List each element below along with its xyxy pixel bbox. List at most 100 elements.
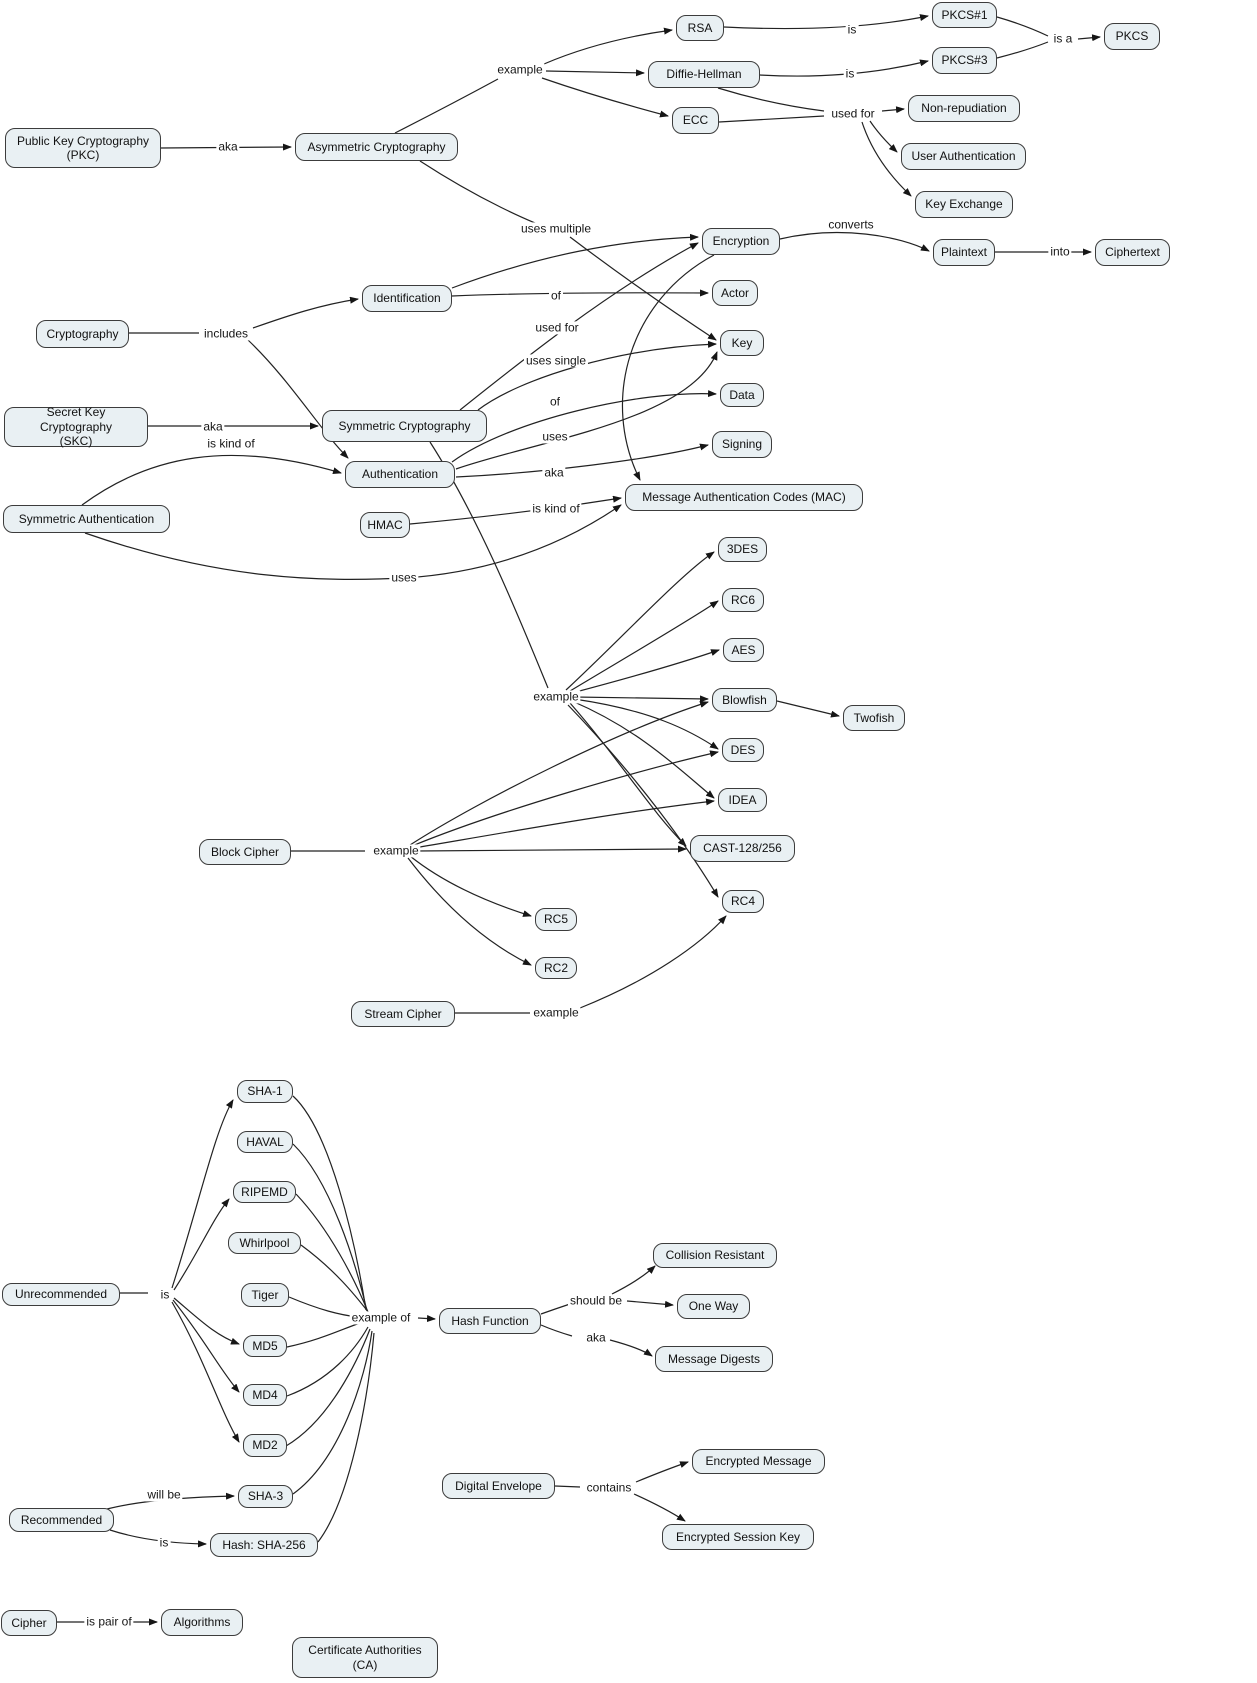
node-dh[interactable]: Diffie-Hellman (648, 61, 760, 88)
node-ripemd[interactable]: RIPEMD (233, 1181, 296, 1203)
node-hashfn[interactable]: Hash Function (439, 1308, 541, 1334)
node-pkcs[interactable]: PKCS (1104, 23, 1160, 50)
node-unrec[interactable]: Unrecommended (2, 1283, 120, 1306)
node-ecc[interactable]: ECC (672, 107, 719, 134)
node-plaintext[interactable]: Plaintext (933, 239, 995, 266)
node-idea[interactable]: IDEA (718, 788, 767, 812)
edge-label-of-auth: of (547, 394, 563, 409)
node-whirlpool[interactable]: Whirlpool (228, 1232, 301, 1254)
edge-line (171, 1099, 234, 1289)
edge-line (394, 78, 499, 134)
edge-line (317, 1332, 375, 1543)
node-tiger[interactable]: Tiger (241, 1283, 289, 1307)
node-encsess[interactable]: Encrypted Session Key (662, 1524, 814, 1550)
node-identification[interactable]: Identification (362, 285, 452, 312)
node-actor[interactable]: Actor (712, 280, 758, 306)
edge-label-aka-skc: aka (201, 419, 225, 434)
edge-line (626, 1300, 674, 1308)
edge-line (292, 1095, 367, 1311)
node-userauth[interactable]: User Authentication (901, 143, 1026, 170)
edge-line (292, 1330, 373, 1495)
node-rec[interactable]: Recommended (9, 1508, 114, 1532)
node-mac[interactable]: Message Authentication Codes (MAC) (625, 484, 863, 511)
node-haval[interactable]: HAVAL (237, 1131, 293, 1153)
edge-label-is-dh: is (843, 66, 857, 81)
node-symcrypto[interactable]: Symmetric Cryptography (322, 410, 487, 442)
edge-line (451, 233, 699, 289)
node-sha256[interactable]: Hash: SHA-256 (210, 1533, 318, 1557)
node-pkcs3[interactable]: PKCS#3 (932, 47, 997, 74)
edge-label-example-block: example (371, 843, 421, 858)
node-rc6[interactable]: RC6 (722, 588, 764, 612)
node-auth[interactable]: Authentication (345, 461, 455, 488)
edge-line (409, 495, 622, 525)
edge-label-is-pair-of: is pair of (84, 1614, 134, 1629)
edge-line (573, 698, 719, 750)
node-md2[interactable]: MD2 (243, 1434, 287, 1457)
node-md4[interactable]: MD4 (243, 1384, 287, 1406)
edge-line (477, 340, 717, 411)
node-rc5[interactable]: RC5 (535, 908, 577, 931)
edge-line (295, 1193, 369, 1313)
edge-label-into: into (1048, 244, 1072, 259)
edge-line (569, 236, 717, 341)
node-des[interactable]: DES (722, 738, 764, 762)
node-asym[interactable]: Asymmetric Cryptography (295, 133, 458, 161)
edge-line (571, 649, 720, 694)
node-skc[interactable]: Secret Key Cryptography (SKC) (4, 405, 148, 448)
node-rc2[interactable]: RC2 (535, 957, 577, 979)
edge-line (621, 254, 715, 481)
node-rc4[interactable]: RC4 (722, 890, 764, 913)
node-symauth[interactable]: Symmetric Authentication (3, 505, 170, 533)
node-signing[interactable]: Signing (712, 431, 772, 458)
node-streamcipher[interactable]: Stream Cipher (351, 1001, 455, 1027)
node-sha3[interactable]: SHA-3 (238, 1485, 293, 1508)
node-aes[interactable]: AES (723, 638, 764, 662)
node-ciphertext[interactable]: Ciphertext (1095, 239, 1170, 266)
node-blockcipher[interactable]: Block Cipher (199, 839, 291, 865)
node-key[interactable]: Key (720, 330, 764, 356)
edge-label-should-be: should be (567, 1293, 625, 1308)
node-tdes[interactable]: 3DES (718, 537, 767, 562)
edge-label-is-kind-of-auth: is kind of (205, 436, 257, 451)
node-rsa[interactable]: RSA (676, 15, 724, 41)
node-pkc[interactable]: Public Key Cryptography (PKC) (5, 128, 161, 168)
node-encryption[interactable]: Encryption (702, 228, 780, 255)
node-md5[interactable]: MD5 (243, 1335, 287, 1357)
edge-line (723, 14, 929, 30)
edge-label-example-sym: example (531, 689, 581, 704)
node-collres[interactable]: Collision Resistant (653, 1243, 777, 1268)
node-sha1[interactable]: SHA-1 (237, 1080, 293, 1103)
edge-line (286, 1326, 369, 1397)
edge-line (861, 121, 912, 197)
node-hmac[interactable]: HMAC (360, 512, 410, 538)
node-algorithms[interactable]: Algorithms (161, 1609, 243, 1636)
node-oneway[interactable]: One Way (677, 1294, 750, 1319)
edge-line (779, 231, 930, 252)
edge-line (635, 1461, 689, 1483)
edge-line (409, 701, 709, 846)
edge-line (573, 695, 709, 703)
edge-label-is-rsa: is (845, 22, 859, 37)
edge-line (776, 700, 840, 718)
node-cipher[interactable]: Cipher (1, 1610, 57, 1636)
node-twofish[interactable]: Twofish (843, 705, 905, 731)
edge-label-contains: contains (584, 1480, 634, 1495)
node-msgdig[interactable]: Message Digests (655, 1346, 773, 1372)
node-encmsg[interactable]: Encrypted Message (692, 1449, 825, 1474)
node-nonrep[interactable]: Non-repudiation (908, 95, 1020, 122)
node-blowfish[interactable]: Blowfish (712, 688, 777, 712)
node-digenv[interactable]: Digital Envelope (442, 1473, 555, 1499)
node-keyexch[interactable]: Key Exchange (915, 191, 1013, 218)
edge-label-used-for-asym: used for (829, 106, 877, 121)
edge-line (455, 443, 709, 478)
edge-label-example-asym: example (495, 62, 545, 77)
node-data[interactable]: Data (720, 383, 764, 407)
edge-label-includes: includes (201, 326, 251, 341)
node-pkcs1[interactable]: PKCS#1 (932, 2, 997, 28)
node-cast[interactable]: CAST-128/256 (690, 835, 795, 862)
node-cryptography[interactable]: Cryptography (36, 320, 129, 348)
edge-line (288, 1296, 359, 1318)
node-ca[interactable]: Certificate Authorities (CA) (292, 1637, 438, 1678)
